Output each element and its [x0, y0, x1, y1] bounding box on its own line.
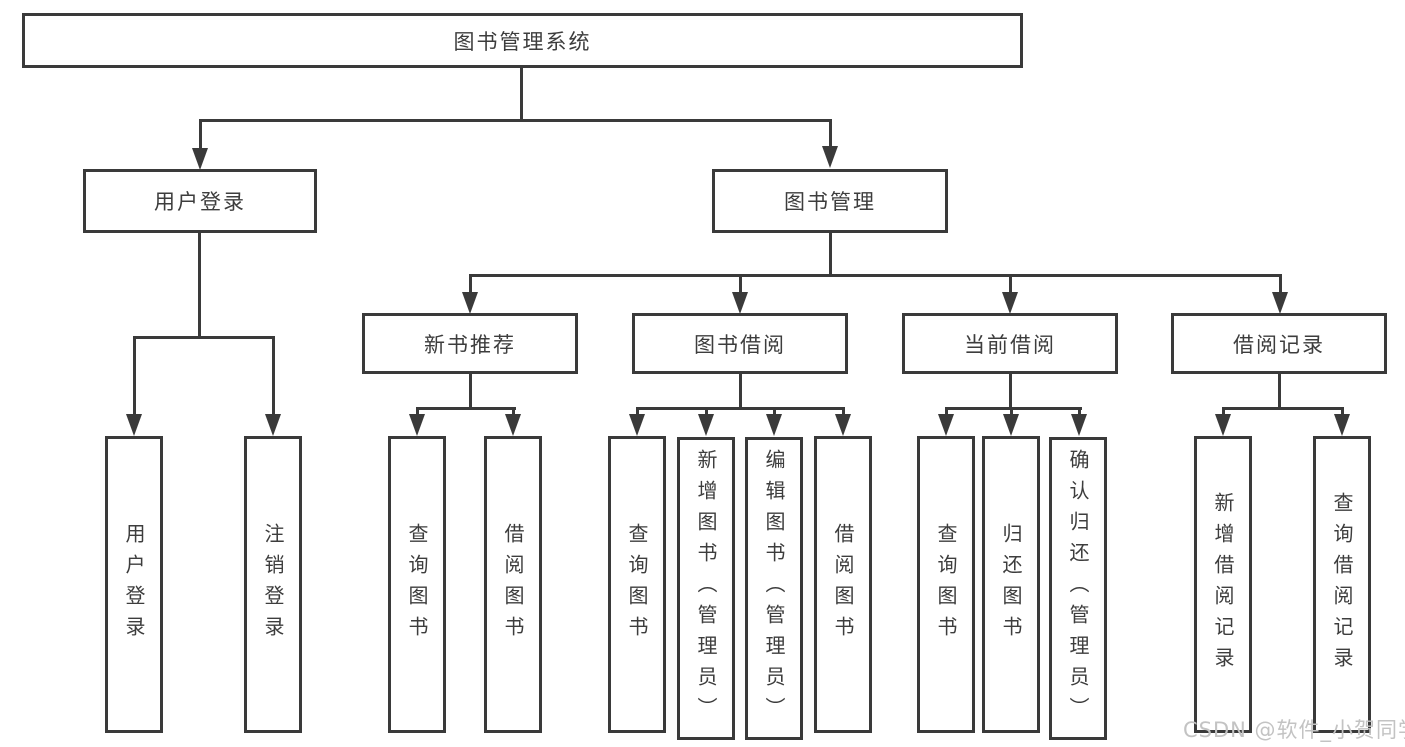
edge-drop — [705, 407, 708, 414]
edge-level2-distributor — [199, 119, 832, 122]
leaf-bb-add-books-admin-label: 新增图书（管理员） — [694, 449, 718, 728]
node-book-borrow-label: 图书借阅 — [694, 332, 786, 357]
node-borrow-records: 借阅记录 — [1171, 313, 1387, 374]
leaf-bb-add-books-admin: 新增图书（管理员） — [677, 437, 735, 740]
leaf-nbr-borrow-books: 借阅图书 — [484, 436, 542, 733]
leaf-bb-borrow-books: 借阅图书 — [814, 436, 872, 733]
arrow-down-icon — [265, 414, 281, 436]
edge-drop — [133, 336, 136, 414]
arrow-down-icon — [698, 414, 714, 436]
node-user-login: 用户登录 — [83, 169, 317, 233]
watermark: CSDN @软件_小贺同学 — [1183, 718, 1405, 742]
edge-drop — [1341, 407, 1344, 414]
edge-drop — [636, 407, 639, 414]
node-borrow-records-label: 借阅记录 — [1233, 332, 1325, 357]
leaf-br-query-record: 查询借阅记录 — [1313, 436, 1371, 733]
node-book-management: 图书管理 — [712, 169, 948, 233]
edge-drop — [1009, 274, 1012, 292]
leaf-user-login-label: 用户登录 — [122, 522, 146, 647]
leaf-cb-return-books-label: 归还图书 — [999, 522, 1023, 647]
edge-book-management-stem — [829, 232, 832, 277]
edge-book-borrow-distributor — [636, 407, 845, 410]
edge-drop — [1010, 407, 1013, 414]
edge-drop — [199, 119, 202, 148]
edge-current-borrow-distributor — [945, 407, 1082, 410]
node-root: 图书管理系统 — [22, 13, 1023, 68]
arrow-down-icon — [1003, 414, 1019, 436]
edge-drop — [272, 336, 275, 414]
edge-borrow-records-distributor — [1222, 407, 1344, 410]
node-current-borrow-label: 当前借阅 — [964, 332, 1056, 357]
edge-drop — [1078, 407, 1081, 414]
arrow-down-icon — [1002, 292, 1018, 314]
arrow-down-icon — [822, 146, 838, 168]
arrow-down-icon — [1215, 414, 1231, 436]
edge-drop — [945, 407, 948, 414]
arrow-down-icon — [938, 414, 954, 436]
arrow-down-icon — [192, 148, 208, 170]
edge-drop — [512, 407, 515, 414]
leaf-bb-query-books: 查询图书 — [608, 436, 666, 733]
arrow-down-icon — [1071, 414, 1087, 436]
edge-drop — [1222, 407, 1225, 414]
arrow-down-icon — [766, 414, 782, 436]
leaf-nbr-query-books: 查询图书 — [388, 436, 446, 733]
leaf-cb-query-books-label: 查询图书 — [934, 522, 958, 647]
edge-borrow-records-stem — [1278, 373, 1281, 409]
leaf-bb-edit-books-admin-label: 编辑图书（管理员） — [762, 449, 786, 728]
arrow-down-icon — [1272, 292, 1288, 314]
node-current-borrow: 当前借阅 — [902, 313, 1118, 374]
node-book-management-label: 图书管理 — [784, 190, 876, 214]
edge-drop — [739, 274, 742, 292]
node-new-book-recommend: 新书推荐 — [362, 313, 578, 374]
arrow-down-icon — [462, 292, 478, 314]
edge-new-book-recommend-stem — [469, 373, 472, 409]
edge-drop — [1279, 274, 1282, 292]
arrow-down-icon — [629, 414, 645, 436]
leaf-cb-return-books: 归还图书 — [982, 436, 1040, 733]
edge-user-login-stem — [198, 232, 201, 338]
edge-current-borrow-stem — [1009, 373, 1012, 409]
leaf-nbr-query-books-label: 查询图书 — [405, 522, 429, 647]
node-root-label: 图书管理系统 — [453, 29, 592, 54]
arrow-down-icon — [409, 414, 425, 436]
leaf-br-add-record-label: 新增借阅记录 — [1211, 491, 1235, 678]
edge-drop — [842, 407, 845, 414]
leaf-bb-edit-books-admin: 编辑图书（管理员） — [745, 437, 803, 740]
edge-drop — [416, 407, 419, 414]
leaf-logout: 注销登录 — [244, 436, 302, 733]
node-user-login-label: 用户登录 — [154, 190, 246, 214]
edge-user-login-distributor — [133, 336, 275, 339]
leaf-cb-confirm-return-admin-label: 确认归还（管理员） — [1066, 449, 1090, 728]
edge-drop — [773, 407, 776, 414]
arrow-down-icon — [126, 414, 142, 436]
edge-drop — [469, 274, 472, 292]
leaf-bb-borrow-books-label: 借阅图书 — [831, 522, 855, 647]
leaf-nbr-borrow-books-label: 借阅图书 — [501, 522, 525, 647]
node-book-borrow: 图书借阅 — [632, 313, 848, 374]
arrow-down-icon — [732, 292, 748, 314]
leaf-cb-query-books: 查询图书 — [917, 436, 975, 733]
leaf-bb-query-books-label: 查询图书 — [625, 522, 649, 647]
edge-root-stem — [520, 68, 523, 121]
edge-book-borrow-stem — [739, 373, 742, 409]
leaf-logout-label: 注销登录 — [261, 522, 285, 647]
leaf-br-query-record-label: 查询借阅记录 — [1330, 491, 1354, 678]
leaf-cb-confirm-return-admin: 确认归还（管理员） — [1049, 437, 1107, 740]
leaf-br-add-record: 新增借阅记录 — [1194, 436, 1252, 733]
node-new-book-recommend-label: 新书推荐 — [424, 332, 516, 357]
arrow-down-icon — [505, 414, 521, 436]
edge-drop — [829, 119, 832, 146]
leaf-user-login: 用户登录 — [105, 436, 163, 733]
edge-level3-distributor — [469, 274, 1281, 277]
arrow-down-icon — [1334, 414, 1350, 436]
edge-new-book-recommend-distributor — [416, 407, 516, 410]
arrow-down-icon — [835, 414, 851, 436]
